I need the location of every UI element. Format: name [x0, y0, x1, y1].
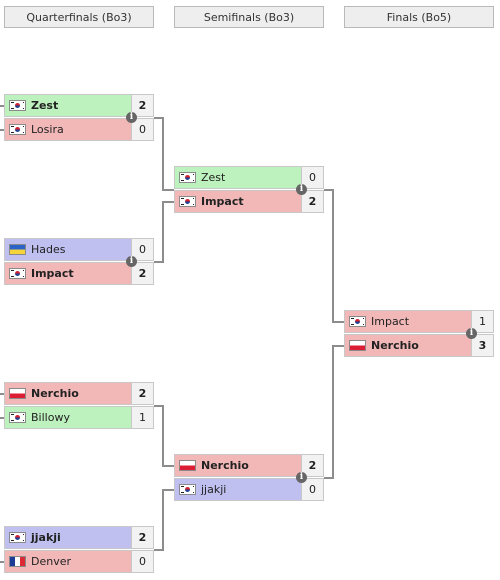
flag-kr-icon: [179, 196, 196, 207]
match-qf2: Hades 0 Impact 2 i: [4, 238, 154, 286]
player-score: 2: [301, 455, 323, 476]
match-slot[interactable]: Zest 0: [174, 166, 324, 189]
match-slot[interactable]: Losira 0: [4, 118, 154, 141]
match-slot[interactable]: Hades 0: [4, 238, 154, 261]
round-header-quarterfinals: Quarterfinals (Bo3): [4, 6, 154, 28]
flag-pl-icon: [179, 460, 196, 471]
match-slot[interactable]: Nerchio 2: [4, 382, 154, 405]
player-name: Impact: [371, 315, 410, 328]
player-name: jjakji: [31, 531, 61, 544]
match-info-icon[interactable]: i: [126, 256, 137, 267]
connector-qf3-sf2: [154, 405, 174, 467]
match-slot[interactable]: Denver 0: [4, 550, 154, 573]
flag-kr-icon: [9, 532, 26, 543]
player-name: Losira: [31, 123, 64, 136]
player-name: Denver: [31, 555, 72, 568]
player-score: 2: [131, 263, 153, 284]
flag-kr-icon: [9, 124, 26, 135]
match-qf3: Nerchio 2 Billowy 1: [4, 382, 154, 430]
flag-fr-icon: [9, 556, 26, 567]
match-slot[interactable]: Zest 2: [4, 94, 154, 117]
player-score: 2: [131, 383, 153, 404]
player-name: Nerchio: [201, 459, 249, 472]
player-name: Impact: [31, 267, 74, 280]
match-slot[interactable]: jjakji 2: [4, 526, 154, 549]
player-score: 1: [471, 311, 493, 332]
player-score: 2: [301, 191, 323, 212]
match-qf1: Zest 2 Losira 0 i: [4, 94, 154, 142]
flag-kr-icon: [349, 316, 366, 327]
flag-kr-icon: [9, 268, 26, 279]
match-slot[interactable]: Nerchio 3: [344, 334, 494, 357]
player-score: 2: [131, 95, 153, 116]
match-info-icon[interactable]: i: [296, 472, 307, 483]
match-slot[interactable]: Impact 2: [174, 190, 324, 213]
match-slot[interactable]: Nerchio 2: [174, 454, 324, 477]
match-slot[interactable]: jjakji 0: [174, 478, 324, 501]
player-score: 3: [471, 335, 493, 356]
match-slot[interactable]: Billowy 1: [4, 406, 154, 429]
match-sf1: Zest 0 Impact 2 i: [174, 166, 324, 214]
round-header-finals: Finals (Bo5): [344, 6, 494, 28]
player-name: Nerchio: [31, 387, 79, 400]
connector-qf4-sf2: [154, 489, 174, 551]
match-info-icon[interactable]: i: [296, 184, 307, 195]
connector-sf1-final: [324, 189, 344, 323]
connector-qf2-sf1: [154, 201, 174, 263]
flag-ua-icon: [9, 244, 26, 255]
player-score: 0: [301, 167, 323, 188]
player-score: 2: [131, 527, 153, 548]
player-name: Zest: [201, 171, 226, 184]
player-name: Hades: [31, 243, 66, 256]
flag-kr-icon: [9, 412, 26, 423]
player-score: 0: [301, 479, 323, 500]
match-sf2: Nerchio 2 jjakji 0 i: [174, 454, 324, 502]
player-score: 0: [131, 239, 153, 260]
player-score: 1: [131, 407, 153, 428]
flag-kr-icon: [179, 172, 196, 183]
player-score: 0: [131, 551, 153, 572]
player-name: Billowy: [31, 411, 70, 424]
match-qf4: jjakji 2 Denver 0: [4, 526, 154, 574]
player-name: Zest: [31, 99, 59, 112]
match-slot[interactable]: Impact 1: [344, 310, 494, 333]
match-info-icon[interactable]: i: [466, 328, 477, 339]
match-slot[interactable]: Impact 2: [4, 262, 154, 285]
connector-qf1-sf1: [154, 117, 174, 191]
flag-kr-icon: [9, 100, 26, 111]
player-score: 0: [131, 119, 153, 140]
player-name: Nerchio: [371, 339, 419, 352]
connector-sf2-final: [324, 345, 344, 479]
flag-pl-icon: [9, 388, 26, 399]
match-final: Impact 1 Nerchio 3 i: [344, 310, 494, 358]
flag-pl-icon: [349, 340, 366, 351]
round-header-semifinals: Semifinals (Bo3): [174, 6, 324, 28]
flag-kr-icon: [179, 484, 196, 495]
match-info-icon[interactable]: i: [126, 112, 137, 123]
player-name: jjakji: [201, 483, 227, 496]
player-name: Impact: [201, 195, 244, 208]
